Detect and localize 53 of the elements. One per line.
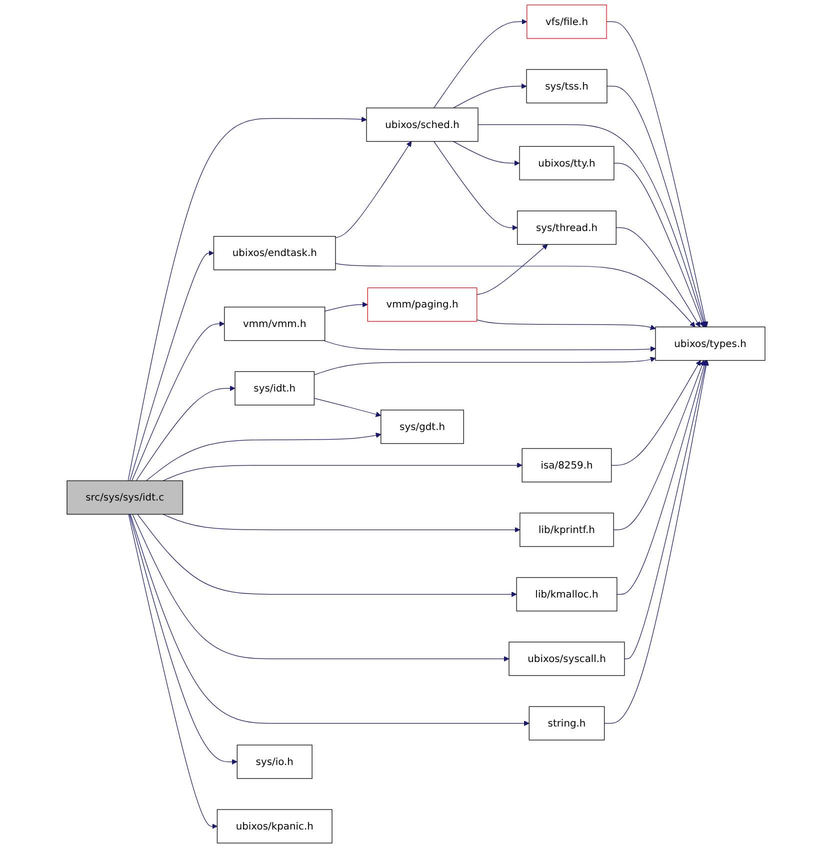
- arrow: [128, 116, 367, 482]
- node-box: sys/io.h: [236, 744, 312, 779]
- arrow: [335, 141, 412, 238]
- arrow: [434, 18, 528, 108]
- arrow: [130, 250, 214, 482]
- arrow: [606, 86, 708, 328]
- node-box: ubixos/kpanic.h: [216, 809, 332, 844]
- arrow: [613, 360, 705, 530]
- node-box: ubixos/syscall.h: [508, 642, 625, 676]
- node-box: lib/kprintf.h: [520, 512, 614, 547]
- arrow: [314, 398, 382, 417]
- node-box: sys/idt.h: [234, 371, 315, 406]
- arrow: [604, 360, 709, 724]
- arrow: [616, 360, 707, 595]
- node-box: src/sys/sys/idt.c: [66, 480, 184, 515]
- node-box: sys/thread.h: [517, 210, 616, 245]
- arrow: [616, 227, 700, 328]
- arrow: [323, 340, 656, 352]
- node-box: string.h: [528, 706, 605, 740]
- node-box: lib/kmalloc.h: [516, 577, 618, 612]
- arrow: [478, 124, 706, 328]
- node-box: vmm/vmm.h: [224, 306, 326, 341]
- node-box: sys/gdt.h: [380, 410, 464, 444]
- arrow: [132, 514, 510, 662]
- node-box: vmm/paging.h: [367, 288, 478, 322]
- node-box: ubixos/tty.h: [519, 146, 614, 180]
- arrow: [453, 141, 520, 166]
- arrow: [128, 514, 218, 830]
- arrow: [453, 84, 527, 108]
- node-box: sys/tss.h: [526, 69, 608, 104]
- arrow: [162, 462, 522, 482]
- node-box: vfs/file.h: [526, 4, 607, 39]
- arrow: [136, 386, 236, 482]
- arrow: [130, 514, 530, 726]
- arrow: [137, 514, 517, 597]
- node-box: isa/8259.h: [522, 448, 612, 482]
- arrow: [129, 514, 238, 764]
- arrow: [132, 321, 225, 482]
- arrow: [611, 360, 701, 466]
- arrow: [476, 320, 656, 330]
- arrow: [434, 141, 518, 230]
- arrow: [314, 356, 656, 376]
- arrow: [162, 514, 520, 532]
- node-box: ubixos/sched.h: [366, 108, 478, 142]
- arrow: [335, 263, 696, 328]
- node-box: ubixos/types.h: [655, 326, 766, 361]
- arrow: [606, 21, 708, 328]
- arrow: [324, 302, 368, 312]
- node-box: ubixos/endtask.h: [213, 236, 336, 270]
- arrow: [614, 162, 704, 328]
- arrow: [476, 244, 548, 295]
- arrow: [146, 432, 382, 482]
- arrow: [624, 360, 708, 660]
